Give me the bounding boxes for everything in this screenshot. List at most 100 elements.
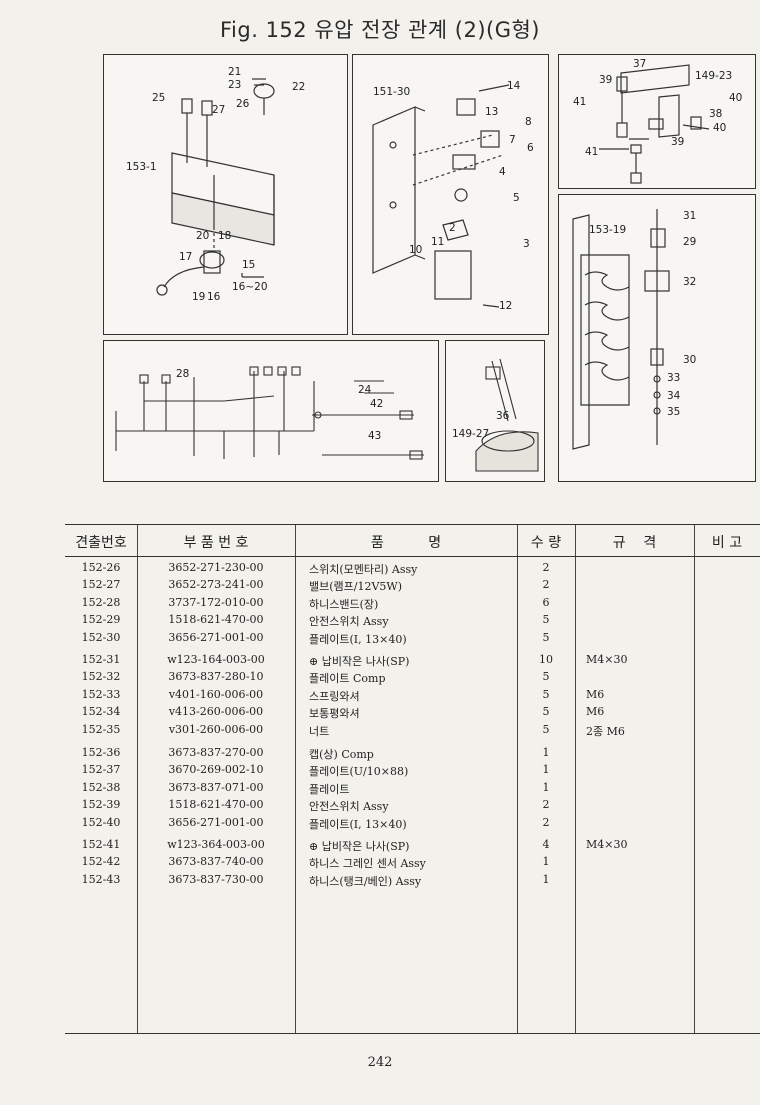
row-part-name: 보통평와셔 (309, 707, 360, 721)
vertical-plate-drawing (572, 209, 670, 450)
row-part-name: 너트 (309, 724, 330, 738)
callout-34: 34 (667, 390, 681, 402)
callout-41-bottom: 41 (585, 146, 599, 158)
callout-16-20: 16~20 (232, 281, 268, 293)
callout-25: 25 (152, 92, 166, 104)
row-part-number: v301-260-006-00 (168, 722, 264, 736)
callout-29: 29 (683, 236, 697, 248)
callout-8: 8 (525, 116, 532, 128)
row-part-name: 스프링와셔 (309, 689, 360, 703)
header-spec: 규 격 (612, 535, 657, 551)
row-part-name: 캡(상) Comp (309, 748, 374, 761)
row-spec: M6 (586, 687, 605, 701)
header-ref-no: 견출번호 (75, 535, 127, 551)
callout-27: 27 (212, 104, 226, 116)
row-ref-no: 152-29 (81, 613, 121, 627)
row-ref-no: 152-28 (81, 595, 121, 609)
bracket-drawing (372, 84, 510, 308)
row-part-name: 플레이트 (309, 782, 350, 796)
row-part-number: 1518-621-470-00 (168, 798, 264, 812)
row-ref-no: 152-33 (81, 687, 121, 701)
row-ref-no: 152-26 (81, 561, 121, 574)
row-quantity: 5 (542, 670, 550, 684)
callout-40-top: 40 (729, 92, 743, 104)
row-part-name: 스위치(모멘타리) Assy (309, 563, 418, 576)
callout-32: 32 (683, 276, 697, 288)
row-part-number: w123-364-003-00 (167, 838, 265, 851)
row-part-number: 1518-621-470-00 (168, 613, 264, 627)
diagram-panel-switch-plate: 21 23 22 25 27 26 153-1 20 18 17 15 19 1… (103, 54, 348, 335)
row-ref-no: 152-39 (81, 798, 121, 812)
diagram-panel-plate-switches: 37 149-23 39 40 41 38 40 41 39 (558, 54, 756, 189)
row-part-number: 3673-837-280-10 (168, 670, 264, 684)
callout-149-27: 149-27 (452, 428, 490, 440)
row-ref-no: 152-27 (81, 578, 121, 592)
row-quantity: 1 (542, 780, 550, 794)
callout-24: 24 (358, 384, 372, 396)
callout-23: 23 (228, 79, 242, 91)
callout-40-bottom: 40 (713, 122, 727, 134)
page-title: Fig. 152 유압 전장 관계 (2)(G형) (220, 18, 540, 42)
row-ref-no: 152-34 (81, 705, 121, 719)
row-part-name: ⊕ 납비작은 나사(SP) (309, 655, 410, 668)
switch-plate-drawing (156, 78, 275, 296)
row-ref-no: 152-31 (81, 653, 121, 666)
row-part-name: 안전스위치 Assy (309, 800, 389, 814)
diagram-panel-cap: 36 149-27 (445, 340, 545, 482)
callout-37: 37 (633, 58, 647, 70)
diagram-panel-vertical-plate: 31 153-19 29 32 30 33 34 35 (558, 194, 756, 482)
row-part-name: 플레이트(I, 13×40) (309, 632, 407, 646)
row-ref-no: 152-42 (81, 855, 121, 869)
callout-15: 15 (242, 259, 256, 271)
row-quantity: 4 (542, 838, 550, 851)
row-ref-no: 152-36 (81, 746, 121, 759)
callout-33: 33 (667, 372, 681, 384)
callout-10: 10 (409, 244, 423, 256)
callout-18: 18 (218, 230, 232, 242)
callout-4: 4 (499, 166, 506, 178)
callout-31: 31 (683, 210, 697, 222)
callout-153-19: 153-19 (589, 224, 627, 236)
callout-16: 16 (207, 291, 221, 303)
row-part-number: v401-160-006-00 (168, 687, 264, 701)
row-quantity: 2 (542, 578, 550, 592)
row-part-number: 3670-269-002-10 (168, 763, 264, 777)
row-quantity: 2 (542, 798, 550, 812)
row-part-name: 밸브(램프/12V5W) (309, 580, 403, 594)
callout-39-bottom: 39 (671, 136, 685, 148)
row-ref-no: 152-38 (81, 780, 121, 794)
row-part-name: 하니스 그레인 센서 Assy (309, 857, 426, 871)
callout-11: 11 (431, 236, 445, 248)
callout-30: 30 (683, 354, 697, 366)
callout-39-top: 39 (599, 74, 613, 86)
callout-42: 42 (370, 398, 384, 410)
callout-6: 6 (527, 142, 534, 154)
row-part-number: 3673-837-740-00 (168, 855, 264, 869)
callout-22: 22 (292, 81, 306, 93)
row-ref-no: 152-41 (81, 838, 121, 851)
row-spec: M6 (586, 705, 605, 719)
row-part-name: 플레이트(I, 13×40) (309, 817, 407, 831)
row-quantity: 6 (542, 595, 550, 609)
row-part-name: 하니스(탱크/베인) Assy (309, 874, 422, 888)
plate-switches-drawing (599, 64, 710, 184)
callout-3: 3 (523, 238, 530, 250)
diagram-panel-harness: 28 42 43 24 (103, 340, 439, 482)
row-part-number: 3737-172-010-00 (168, 595, 264, 609)
row-ref-no: 152-37 (81, 763, 121, 777)
row-quantity: 1 (542, 872, 550, 886)
